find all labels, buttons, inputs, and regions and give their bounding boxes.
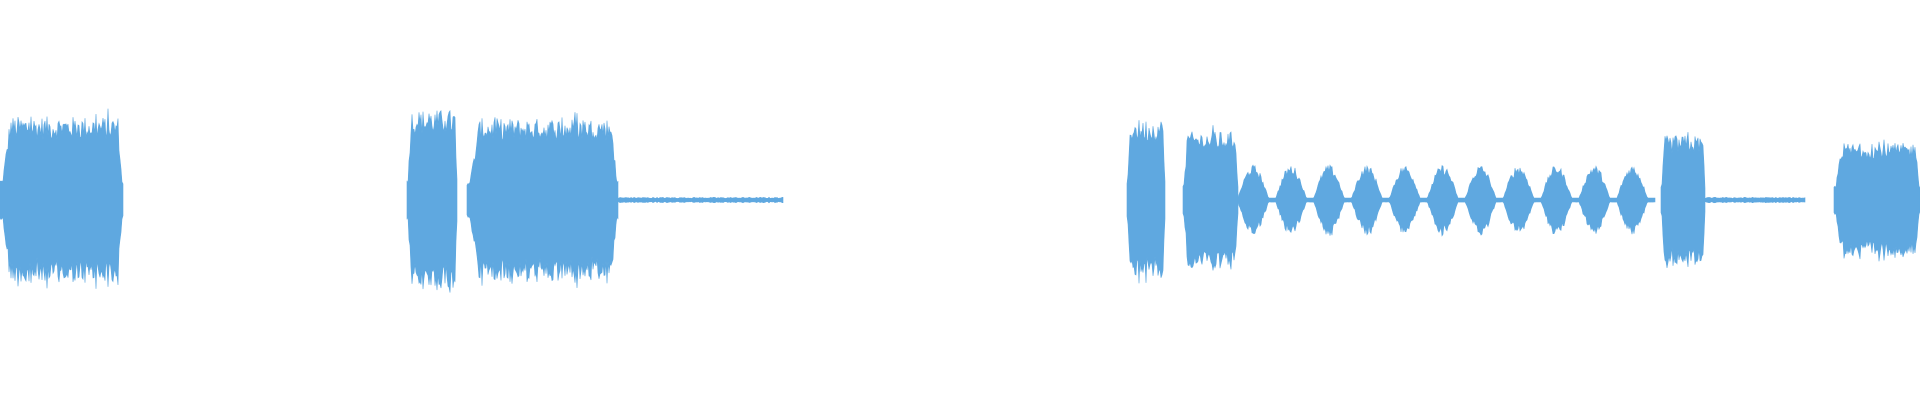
waveform-segment-noise — [1704, 196, 1806, 204]
waveform-segment-burst — [1126, 120, 1166, 284]
waveform-path — [0, 108, 124, 289]
waveform-segment-burst — [406, 109, 458, 293]
waveform-path — [1660, 132, 1706, 269]
waveform-segment-burst — [1182, 125, 1239, 271]
waveform-path — [406, 109, 458, 293]
waveform-path — [1182, 125, 1239, 271]
waveform-segment-pulses — [1237, 164, 1656, 237]
waveform-segment-burst — [0, 108, 124, 289]
waveform-path — [466, 112, 619, 289]
waveform-segment-burst — [1660, 132, 1706, 269]
waveform-path — [1237, 164, 1656, 237]
waveform-path — [1704, 196, 1806, 204]
waveform-segment-noise — [617, 196, 784, 204]
waveform-segment-burst — [466, 112, 619, 289]
waveform-path — [1126, 120, 1166, 284]
waveform-path — [617, 196, 784, 204]
waveform-segment-burst — [1833, 139, 1920, 262]
waveform-path — [1833, 139, 1920, 262]
